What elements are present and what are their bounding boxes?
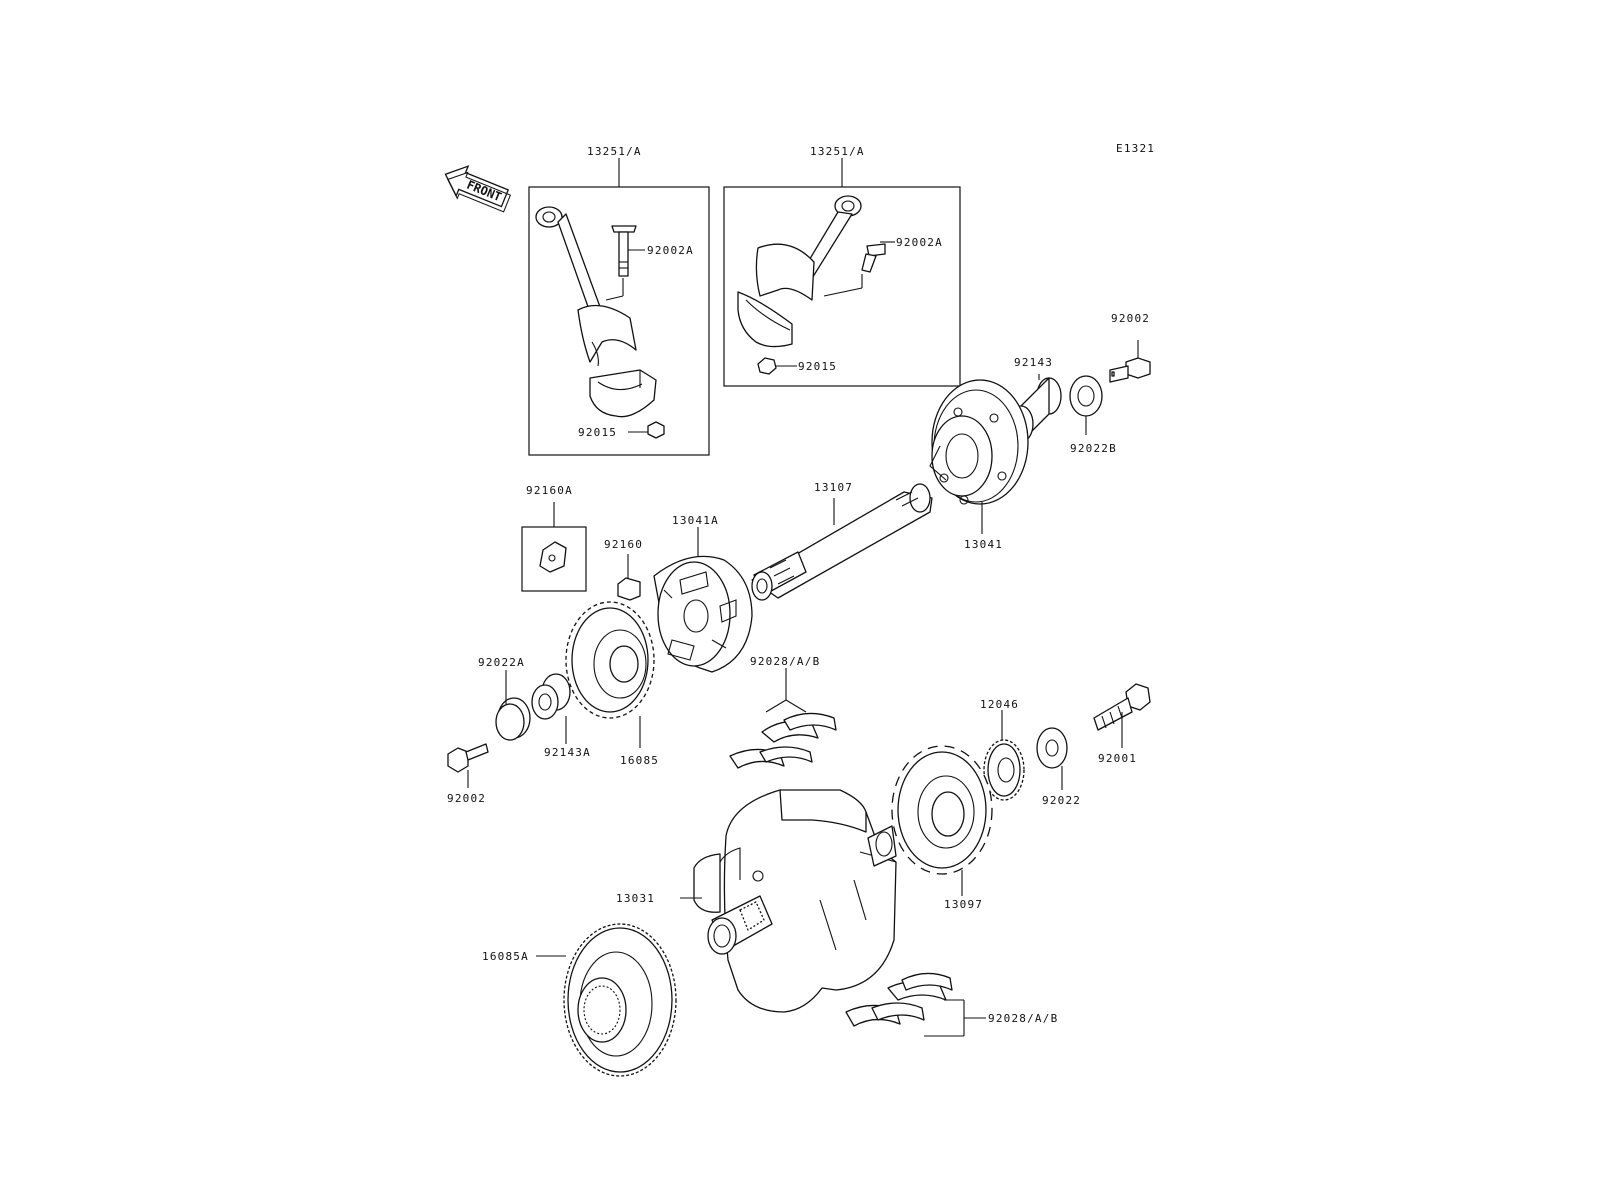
label-bolt-left: 92002A: [647, 244, 694, 257]
label-bolt-right: 92002A: [896, 236, 943, 249]
rod-nut-left: [647, 421, 665, 439]
label-rod-right: 13251/A: [810, 145, 865, 158]
crankshaft-13031: [693, 789, 897, 1013]
bearing-shells-top: [729, 712, 837, 769]
front-arrow-icon: FRONT: [444, 165, 512, 213]
label-damper-box: 92160A: [526, 484, 573, 497]
washer-right: [1036, 727, 1068, 769]
label-rod-left: 13251/A: [587, 145, 642, 158]
label-washer-top-right: 92022B: [1070, 442, 1117, 455]
label-collar-left: 92143A: [544, 746, 591, 759]
connecting-rod-group-left: 13251/A 92002A 92015: [528, 145, 710, 456]
label-hub-left: 13041A: [672, 514, 719, 527]
damper-92160: [617, 577, 641, 601]
bolt-top-right: [1109, 357, 1151, 383]
gear-16085: [565, 601, 655, 719]
label-bolt-left-low: 92002: [447, 792, 486, 805]
label-nut-left: 92015: [578, 426, 617, 439]
label-sprocket-large: 13097: [944, 898, 983, 911]
label-washer-left: 92022A: [478, 656, 525, 669]
washer-left: [495, 697, 531, 741]
collar-left: [531, 673, 571, 720]
label-gear-big: 16085A: [482, 950, 529, 963]
label-collar-top-right: 92143: [1014, 356, 1053, 369]
damper-box-92160A: [521, 502, 587, 592]
rod-cap-left: [589, 369, 657, 418]
shaft-13107: [751, 483, 933, 601]
label-nut-right: 92015: [798, 360, 837, 373]
diagram-code: E1321: [1116, 142, 1155, 155]
connecting-rod-right: [737, 195, 862, 348]
hub-13041-group: 92002 92022B 92143 1304: [929, 312, 1151, 551]
connecting-rod-left: [535, 206, 637, 367]
gear-hub-13041A: [653, 555, 753, 673]
label-bolt-right-low: 92001: [1098, 752, 1137, 765]
bolt-right-low: [1093, 683, 1151, 731]
label-shaft: 13107: [814, 481, 853, 494]
label-bolt-top-right: 92002: [1111, 312, 1150, 325]
washer-top-right: [1069, 375, 1103, 417]
sprocket-12046: [983, 739, 1025, 801]
label-hub-right: 13041: [964, 538, 1003, 551]
label-gear-left: 16085: [620, 754, 659, 767]
label-bearing-bottom: 92028/A/B: [988, 1012, 1058, 1025]
rod-nut-right: [757, 357, 777, 375]
connecting-rod-group-right: 13251/A 92002A 92015: [723, 145, 961, 387]
label-damper: 92160: [604, 538, 643, 551]
bolt-left-low: [447, 743, 489, 773]
label-bearing-top: 92028/A/B: [750, 655, 820, 668]
gear-hub-13041: [929, 379, 1029, 505]
gear-16085A: [563, 923, 677, 1077]
sprocket-13097: [891, 745, 993, 875]
label-sprocket-small: 12046: [980, 698, 1019, 711]
rod-bolt-left: [611, 225, 637, 277]
rod-bolt-right: [861, 243, 886, 273]
label-crankshaft: 13031: [616, 892, 655, 905]
label-washer-right: 92022: [1042, 794, 1081, 807]
